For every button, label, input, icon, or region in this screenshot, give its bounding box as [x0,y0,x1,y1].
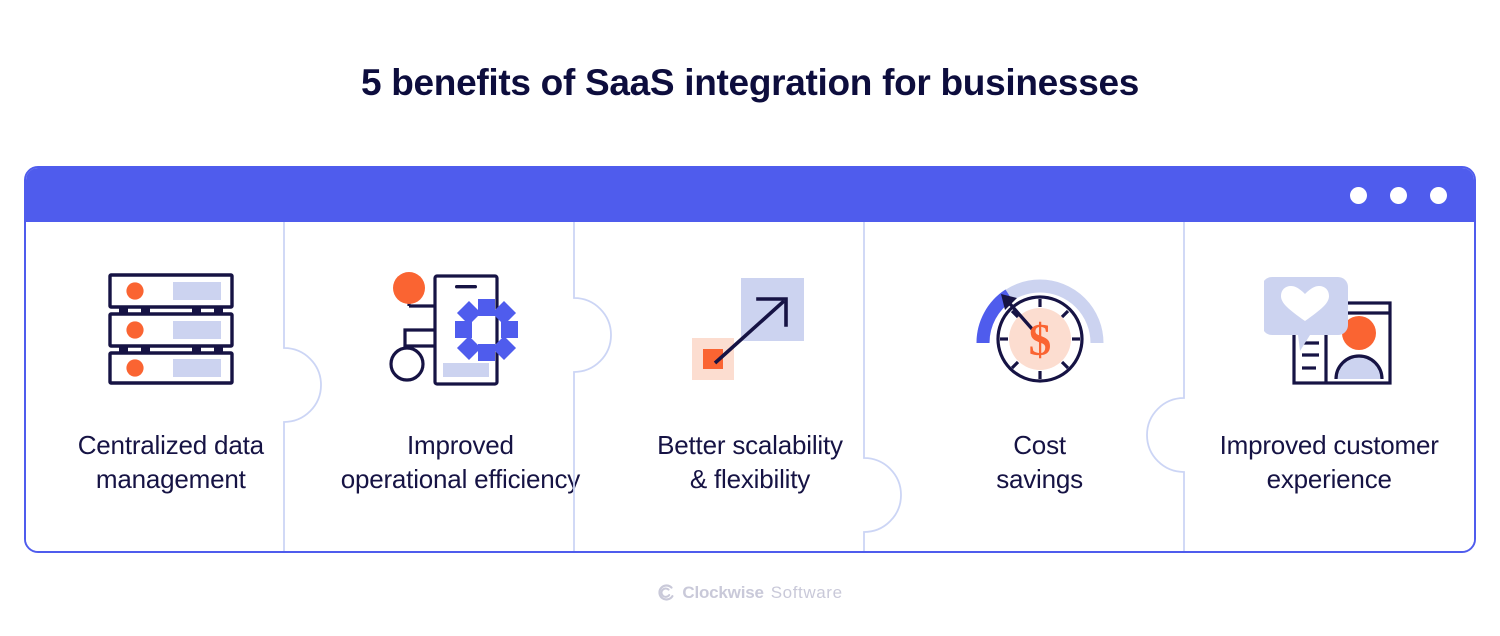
svg-text:$: $ [1028,315,1051,365]
footer-brand-light: Software [770,583,843,602]
benefit-panel-scalability: Better scalability & flexibility [605,222,895,551]
footer-brand-bold: Clockwise [682,583,764,602]
benefit-label-line2: operational efficiency [340,464,581,495]
benefit-label-line2: management [95,464,246,495]
customer-heart-icon [1264,264,1394,394]
benefit-label-customer-experience: Improved customer experience [1220,428,1439,497]
window-dot-3[interactable] [1430,186,1447,204]
benefit-label-line1: Better scalability [657,430,843,460]
benefit-label-line2: savings [996,464,1083,495]
benefit-label-line1: Improved customer [1219,430,1439,460]
benefit-panel-customer-experience: Improved customer experience [1184,222,1474,551]
clockwise-swirl-logo [658,584,674,601]
benefit-label-line1: Improved [406,430,514,460]
page-title: 5 benefits of SaaS integration for busin… [360,62,1140,103]
benefit-label-line1: Centralized data [77,430,264,460]
window-titlebar [26,168,1474,222]
benefit-panel-operational-efficiency: Improved operational efficiency [316,222,606,551]
benefits-panel-row: Centralized data management [26,222,1474,551]
benefit-label-cost-savings: Cost savings [996,428,1083,497]
server-rack-icon [108,264,234,394]
footer-logo: Clockwise Software [0,583,1500,603]
browser-window-frame: Centralized data management [24,166,1476,553]
benefit-label-centralized-data: Centralized data management [78,428,264,497]
benefit-label-scalability: Better scalability & flexibility [657,428,843,497]
benefit-panel-centralized-data: Centralized data management [26,222,316,551]
window-dot-2[interactable] [1390,186,1407,204]
benefit-label-line1: Cost [1013,430,1066,460]
benefit-panel-cost-savings: $ Cost savings [895,222,1185,551]
dollar-clock-gauge-icon: $ [975,264,1105,394]
window-dot-1[interactable] [1350,186,1367,204]
scale-arrow-icon [688,264,812,394]
benefit-label-operational-efficiency: Improved operational efficiency [340,428,581,497]
benefit-label-line2: & flexibility [689,464,811,495]
benefit-label-line2: experience [1266,464,1392,495]
mobile-process-icon [389,264,531,394]
